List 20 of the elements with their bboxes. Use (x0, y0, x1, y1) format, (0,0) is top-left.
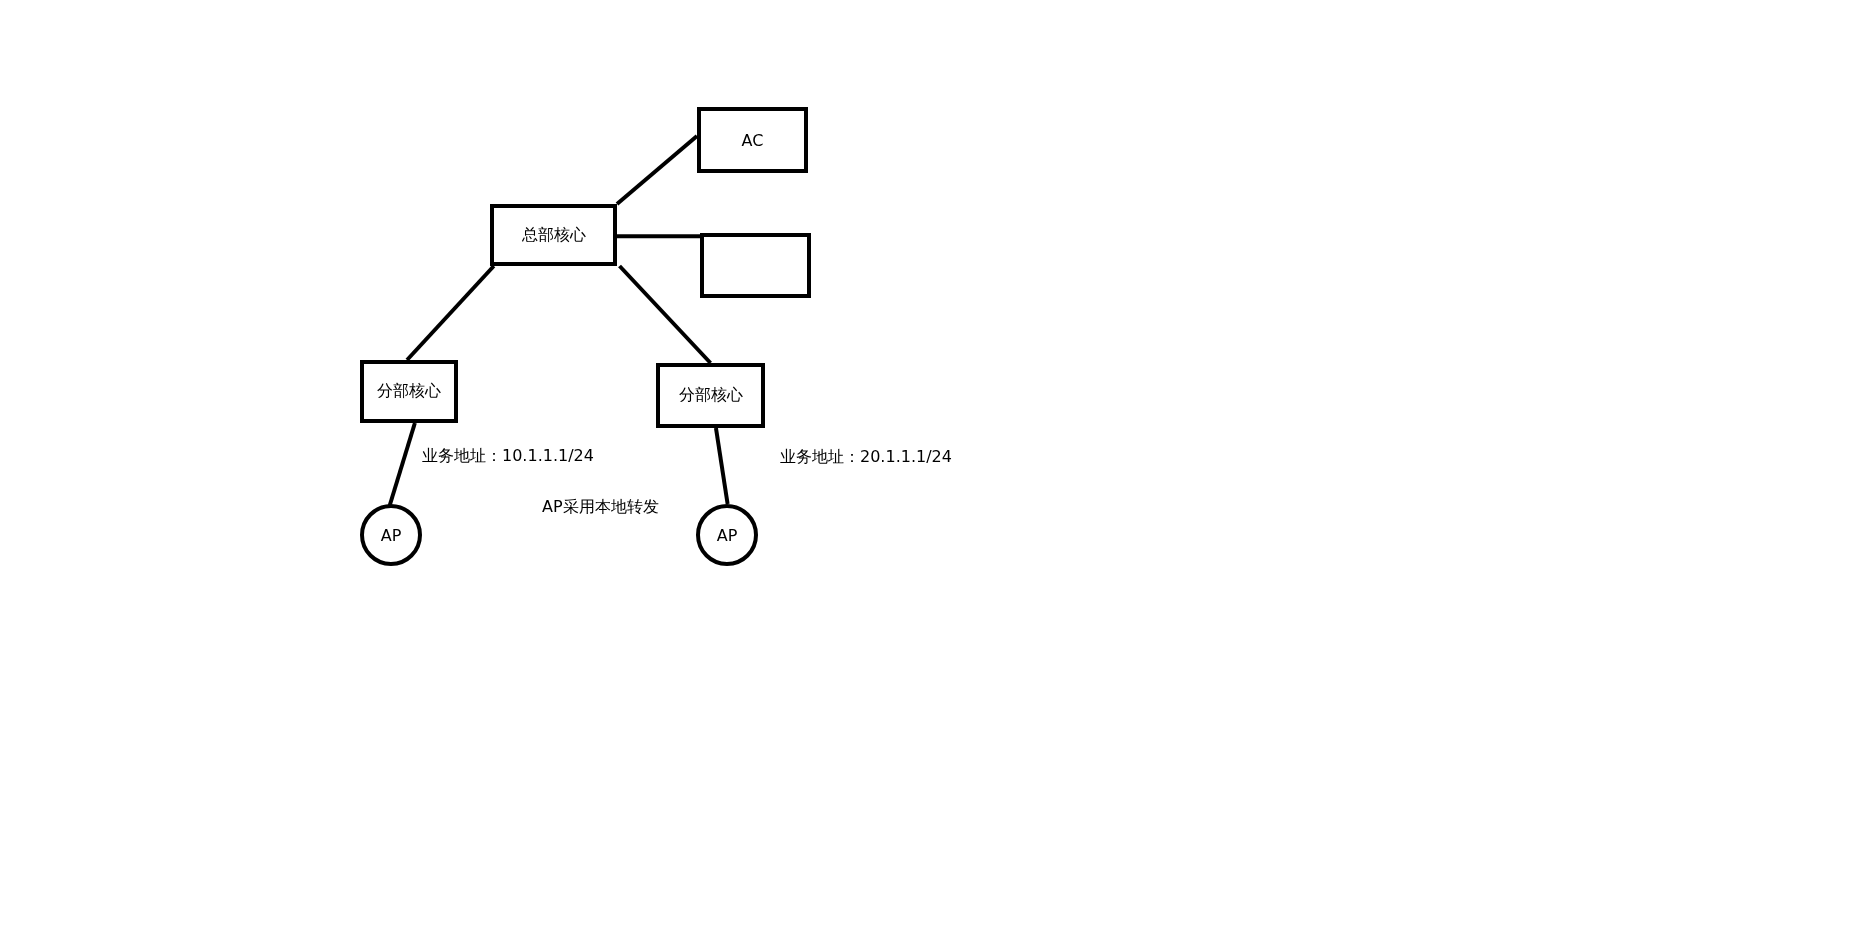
connector-line (615, 134, 699, 206)
node-label: AP (380, 525, 402, 545)
connector-line (387, 422, 417, 506)
annotation-text: 业务地址：20.1.1.1/24 (780, 447, 952, 468)
annotation-text: 业务地址：10.1.1.1/24 (422, 446, 594, 467)
node-label: 总部核心 (521, 224, 586, 246)
node-label: AC (741, 130, 764, 150)
connector-line (618, 264, 712, 365)
connector-line (617, 234, 700, 239)
device-box (656, 363, 765, 428)
device-box (700, 233, 811, 298)
connector-line (405, 264, 496, 362)
device-box (697, 107, 808, 173)
device-box (360, 360, 458, 423)
connector-line (713, 427, 730, 505)
node-label: 分部核心 (377, 381, 441, 402)
node-label: AP (716, 525, 738, 545)
annotation-text: AP采用本地转发 (542, 497, 659, 518)
device-box (490, 204, 617, 266)
node-label: 分部核心 (678, 385, 743, 406)
